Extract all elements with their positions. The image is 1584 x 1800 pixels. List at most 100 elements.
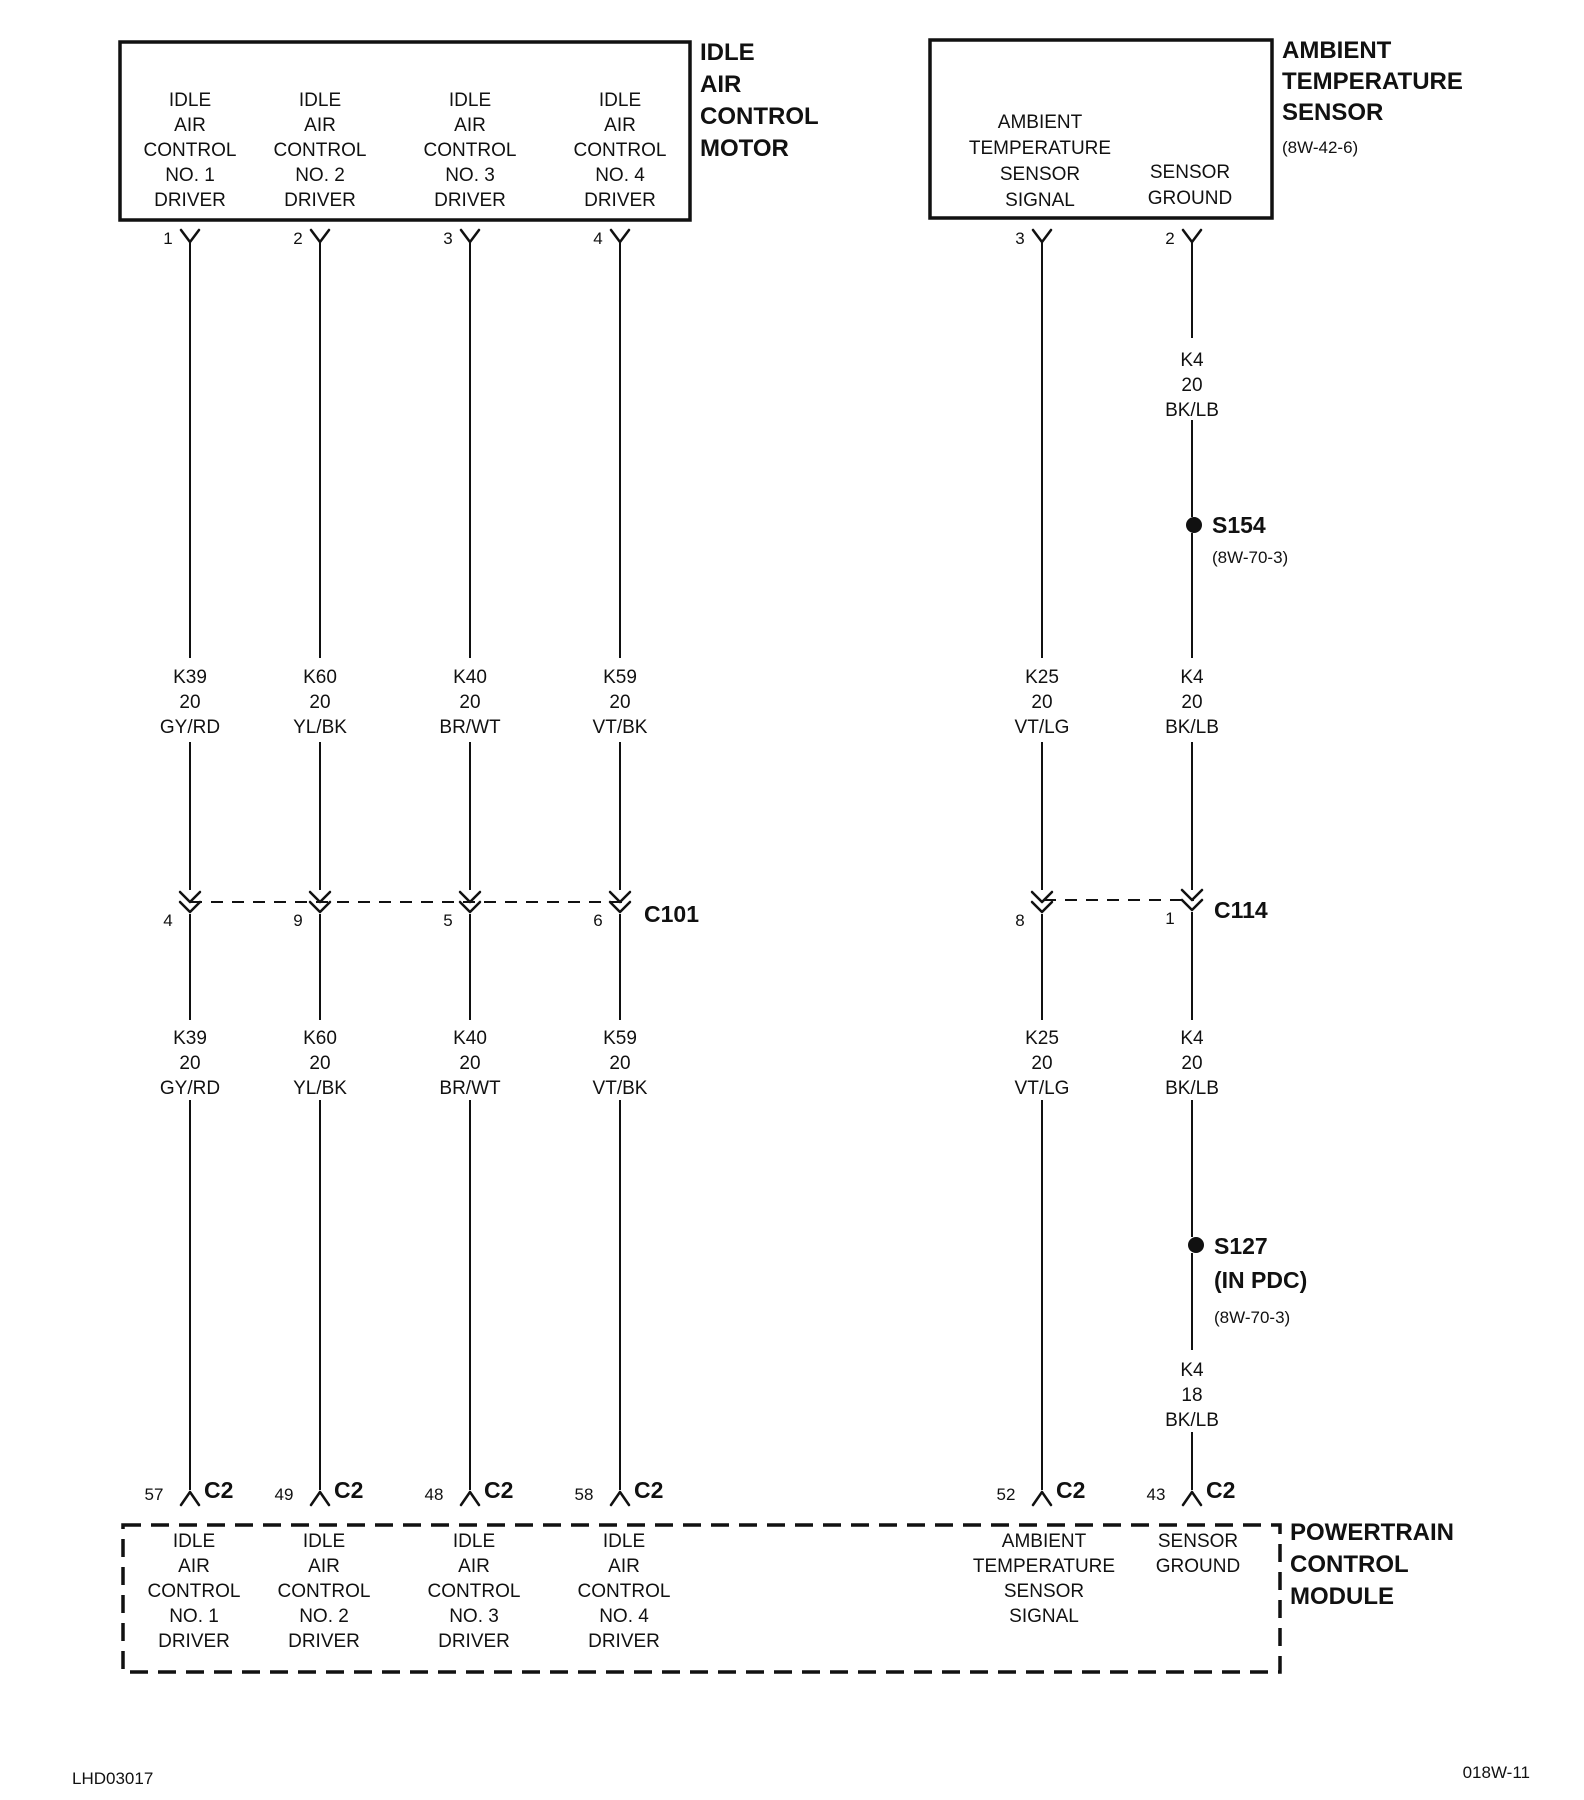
pcm-pin-function-label: CONTROL: [428, 1581, 521, 1602]
wire-code-label: BK/LB: [1165, 717, 1219, 738]
pcm-pin-function-label: SENSOR: [1004, 1581, 1084, 1602]
pcm-connector-label: C2: [1206, 1477, 1235, 1503]
wire-code-label: GY/RD: [160, 1078, 220, 1099]
wire-code-label: 20: [1181, 692, 1202, 713]
svg-text:AMBIENT: AMBIENT: [1282, 37, 1392, 64]
iac-pin-function-label: CONTROL: [424, 140, 517, 161]
wire-code-label: YL/BK: [293, 717, 347, 738]
c114-label: C114: [1214, 897, 1268, 923]
ambient-sensor-title: AMBIENT TEMPERATURE SENSOR (8W-42-6): [1282, 37, 1463, 157]
wire-code-label: 20: [179, 1053, 200, 1074]
wire-code-label: VT/BK: [593, 1078, 648, 1099]
pcm-pin-caret: [459, 1490, 481, 1507]
pcm-pin-number: 43: [1147, 1485, 1166, 1504]
pcm-box: [121, 1523, 1282, 1674]
wire-code-label: 18: [1181, 1385, 1202, 1406]
wire-code-label: 20: [1181, 1053, 1202, 1074]
iac-pin-function-label: CONTROL: [574, 140, 667, 161]
component-pin-number: 2: [1165, 229, 1174, 248]
pin-y-connector: [179, 228, 201, 244]
pcm-connector-label: C2: [204, 1477, 233, 1503]
pin-y-connector: [1181, 228, 1203, 244]
pcm-pin-function-label: TEMPERATURE: [973, 1556, 1115, 1577]
iac-motor-title: IDLE AIR CONTROL MOTOR: [700, 39, 819, 162]
wire-code-label: BR/WT: [439, 717, 501, 738]
iac-motor-box: [118, 40, 692, 222]
component-pin-number: 3: [1015, 229, 1024, 248]
wire-code-label: 20: [1031, 1053, 1052, 1074]
pcm-pin-number: 48: [425, 1485, 444, 1504]
iac-pin-function-label: IDLE: [169, 90, 211, 111]
s127-splice-dot: [1188, 1237, 1204, 1253]
wire-code-label: VT/LG: [1015, 717, 1070, 738]
pcm-pin-function-label: AIR: [458, 1556, 490, 1577]
svg-text:CONTROL: CONTROL: [700, 103, 819, 130]
wire-code-label: BK/LB: [1165, 1078, 1219, 1099]
ambient-pin-function-label: SIGNAL: [1005, 190, 1075, 211]
wire-code-label: K59: [603, 667, 637, 688]
inline-connector-pin-number: 5: [443, 911, 452, 930]
ambient-pin-function-label: SENSOR: [1150, 162, 1230, 183]
wire-code-label: K59: [603, 1028, 637, 1049]
wire-code-label: 20: [1031, 692, 1052, 713]
wire-code-label: 20: [609, 1053, 630, 1074]
wire-code-label: K60: [303, 1028, 337, 1049]
inline-connector-pin: [1030, 890, 1054, 914]
ambient-pin-function-label: TEMPERATURE: [969, 138, 1111, 159]
iac-pin-function-label: AIR: [304, 115, 336, 136]
svg-text:MODULE: MODULE: [1290, 1583, 1394, 1610]
pcm-pin-caret: [179, 1490, 201, 1507]
wire-code-label: 20: [309, 692, 330, 713]
pcm-connector-label: C2: [484, 1477, 513, 1503]
pcm-pin-function-label: NO. 2: [299, 1606, 349, 1627]
s154-splice-dot: [1186, 517, 1202, 533]
wire-code-label: K25: [1025, 667, 1059, 688]
iac-pin-function-label: DRIVER: [584, 190, 656, 211]
component-pin-number: 3: [443, 229, 452, 248]
svg-text:AIR: AIR: [700, 71, 741, 98]
wire-code-label: K4: [1180, 1028, 1204, 1049]
wire-code-label: K4: [1180, 667, 1204, 688]
inline-connector-pin-number: 4: [163, 911, 172, 930]
svg-text:SENSOR: SENSOR: [1282, 99, 1383, 126]
wire-code-label: K39: [173, 1028, 207, 1049]
pcm-pin-caret: [1181, 1490, 1203, 1507]
pin-y-connector: [459, 228, 481, 244]
pcm-pin-function-label: AIR: [178, 1556, 210, 1577]
pcm-pin-function-label: CONTROL: [148, 1581, 241, 1602]
pcm-pin-number: 52: [997, 1485, 1016, 1504]
wire-code-label: K25: [1025, 1028, 1059, 1049]
pcm-pin-caret: [609, 1490, 631, 1507]
iac-pin-function-label: DRIVER: [434, 190, 506, 211]
iac-pin-function-label: IDLE: [449, 90, 491, 111]
pcm-pin-function-label: NO. 3: [449, 1606, 499, 1627]
footer-drawing-id: LHD03017: [72, 1769, 153, 1788]
footer-page-ref: 018W-11: [1463, 1763, 1530, 1782]
s127-ref: (8W-70-3): [1214, 1308, 1290, 1327]
pcm-pin-function-label: AIR: [308, 1556, 340, 1577]
pcm-pin-function-label: GROUND: [1156, 1556, 1240, 1577]
pcm-pin-caret: [309, 1490, 331, 1507]
pcm-pin-function-label: NO. 1: [169, 1606, 219, 1627]
inline-connector-pin-number: 6: [593, 911, 602, 930]
iac-pin-function-label: AIR: [174, 115, 206, 136]
iac-pin-function-label: IDLE: [599, 90, 641, 111]
ambient-sensor-box: [928, 38, 1274, 220]
wire-code-label: VT/LG: [1015, 1078, 1070, 1099]
pcm-pin-function-label: CONTROL: [578, 1581, 671, 1602]
wire-code-label: YL/BK: [293, 1078, 347, 1099]
ambient-sensor-pin-labels: AMBIENTTEMPERATURESENSORSIGNALSENSORGROU…: [969, 112, 1232, 211]
iac-pin-function-label: AIR: [604, 115, 636, 136]
component-pin-number: 2: [293, 229, 302, 248]
pcm-pin-number: 57: [145, 1485, 164, 1504]
iac-pin-function-label: DRIVER: [284, 190, 356, 211]
pcm-pin-function-label: DRIVER: [438, 1631, 510, 1652]
ambient-pin-function-label: SENSOR: [1000, 164, 1080, 185]
